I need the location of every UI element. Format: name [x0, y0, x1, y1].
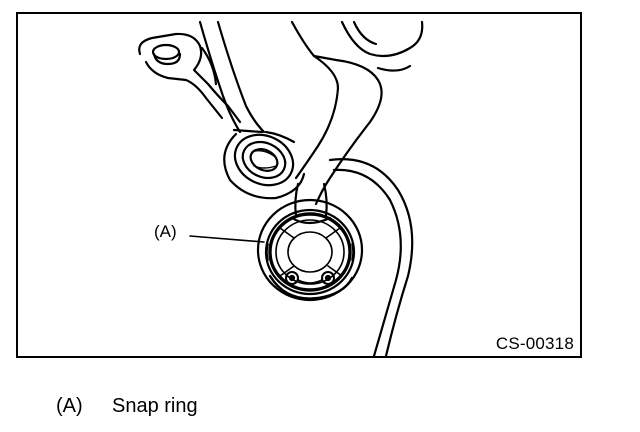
transmission-illustration: [138, 20, 424, 356]
figure-code: CS-00318: [495, 334, 574, 353]
figure-frame: (A) CS-00318: [16, 12, 582, 358]
callout-label-a: (A): [154, 222, 177, 241]
legend-text: Snap ring: [112, 395, 198, 417]
snap-ring-eyelet: [285, 271, 299, 285]
legend-item: (A) Snap ring: [56, 394, 198, 418]
legend: (A) Snap ring: [56, 394, 198, 418]
legend-key: (A): [56, 395, 83, 417]
snap-ring: [268, 212, 352, 292]
callout-leader-line: [189, 235, 265, 243]
transmission-housing: [328, 158, 414, 356]
bracket-arm: [138, 32, 242, 124]
lever-bushing: [223, 132, 306, 200]
snap-ring-bore: [256, 198, 364, 302]
snap-ring-eyelet: [321, 271, 335, 285]
cover-plate: [340, 20, 424, 72]
shift-lever-arm: [198, 20, 383, 206]
